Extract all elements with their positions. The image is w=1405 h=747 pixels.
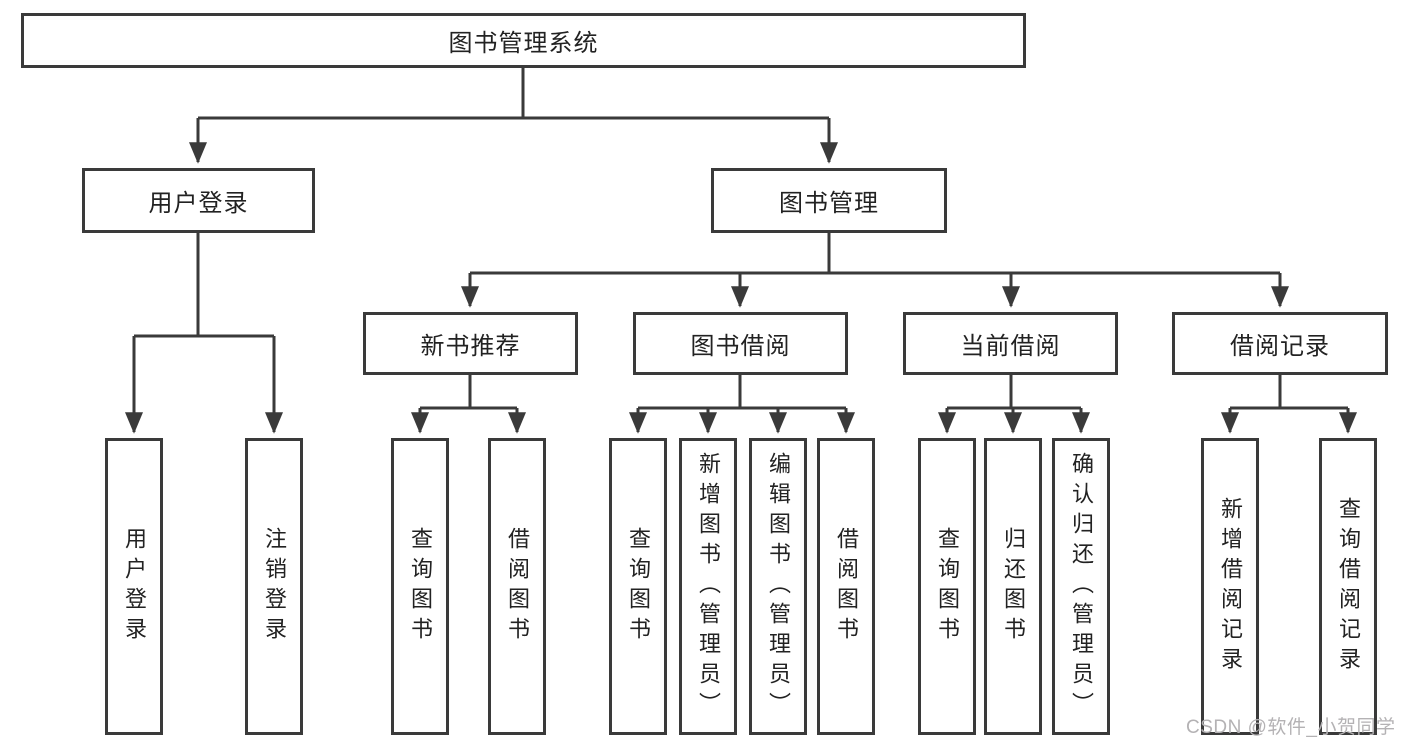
leaf-edit-book-admin: 编辑图书（管理员） (749, 438, 807, 735)
node-current-borrowing-label: 当前借阅 (960, 333, 1061, 360)
node-book-borrowing-label: 图书借阅 (690, 333, 791, 360)
leaf-label: 确认归还（管理员） (1069, 451, 1094, 722)
leaf-borrow-books-recommend: 借阅图书 (488, 438, 546, 735)
node-book-management: 图书管理 (711, 168, 947, 233)
node-current-borrowing: 当前借阅 (903, 312, 1118, 375)
node-new-book-recommend: 新书推荐 (363, 312, 578, 375)
leaf-label: 归还图书 (1001, 526, 1026, 647)
leaf-borrow-books-borrowing: 借阅图书 (817, 438, 875, 735)
leaf-query-books-current: 查询图书 (918, 438, 976, 735)
leaf-label: 查询图书 (626, 526, 651, 647)
leaf-label: 借阅图书 (505, 526, 530, 647)
leaf-add-borrow-record: 新增借阅记录 (1201, 438, 1259, 735)
leaf-return-book: 归还图书 (984, 438, 1042, 735)
node-borrowing-records-label: 借阅记录 (1230, 333, 1330, 360)
leaf-label: 查询图书 (408, 526, 433, 647)
node-borrowing-records: 借阅记录 (1172, 312, 1388, 375)
leaf-query-books-borrowing: 查询图书 (609, 438, 667, 735)
leaf-label: 借阅图书 (834, 526, 859, 647)
node-book-management-label: 图书管理 (779, 190, 879, 217)
node-user-login: 用户登录 (82, 168, 315, 233)
leaf-label: 查询图书 (935, 526, 960, 647)
leaf-label: 新增借阅记录 (1218, 496, 1243, 677)
leaf-label: 编辑图书（管理员） (766, 451, 791, 722)
leaf-query-borrow-record: 查询借阅记录 (1319, 438, 1377, 735)
leaf-confirm-return-admin: 确认归还（管理员） (1052, 438, 1110, 735)
leaf-query-books-recommend: 查询图书 (391, 438, 449, 735)
leaf-logout: 注销登录 (245, 438, 303, 735)
node-new-book-recommend-label: 新书推荐 (420, 333, 521, 360)
node-book-borrowing: 图书借阅 (633, 312, 848, 375)
leaf-label: 用户登录 (122, 526, 147, 647)
leaf-label: 注销登录 (262, 526, 287, 647)
leaf-label: 新增图书（管理员） (696, 451, 721, 722)
leaf-user-login: 用户登录 (105, 438, 163, 735)
node-root: 图书管理系统 (21, 13, 1026, 68)
node-root-label: 图书管理系统 (448, 30, 599, 57)
leaf-label: 查询借阅记录 (1336, 496, 1361, 677)
watermark: CSDN @软件_小贺同学 (1186, 717, 1396, 738)
node-user-login-label: 用户登录 (148, 190, 249, 217)
leaf-add-book-admin: 新增图书（管理员） (679, 438, 737, 735)
